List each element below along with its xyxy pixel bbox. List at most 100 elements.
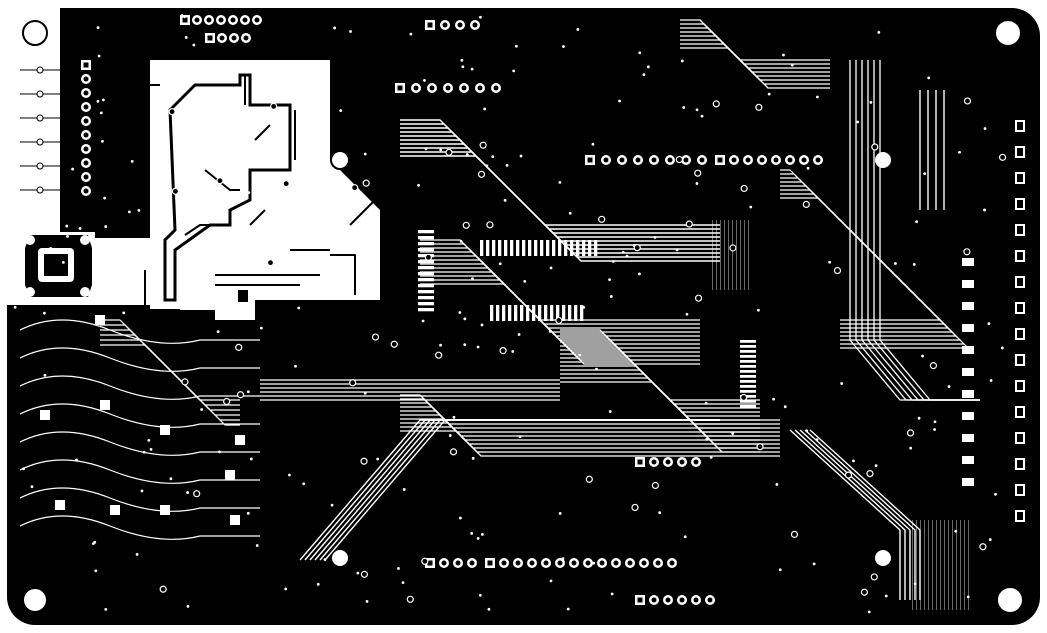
pad-hole	[83, 104, 89, 110]
via	[130, 159, 134, 163]
smd-pad-inner	[1017, 330, 1023, 338]
ic-pin	[418, 290, 434, 294]
ic-pin	[508, 305, 512, 321]
pad-hole	[242, 17, 248, 23]
via-ring	[871, 143, 879, 151]
via	[487, 607, 491, 611]
via-ring	[421, 557, 429, 565]
via-ring	[235, 343, 243, 351]
ic-pin	[516, 240, 520, 256]
pad-hole	[442, 22, 448, 28]
smd-pad	[55, 500, 65, 510]
pad-hole	[194, 17, 200, 23]
via	[323, 558, 327, 562]
pad-hole	[230, 17, 236, 23]
via	[476, 536, 480, 540]
edge-pad	[36, 186, 44, 194]
via	[265, 159, 269, 163]
via	[149, 447, 153, 451]
via	[13, 305, 17, 309]
smd-pad-inner	[1017, 356, 1023, 364]
via-ring	[694, 294, 703, 302]
pad-hole	[665, 459, 671, 465]
smd-pad	[962, 302, 974, 310]
via	[869, 100, 873, 104]
ic-pin	[740, 375, 756, 378]
trace	[794, 429, 906, 600]
trace	[804, 429, 916, 600]
ic-pin	[556, 305, 560, 321]
pad-hole	[413, 85, 419, 91]
ic-pin	[520, 305, 524, 321]
via	[503, 198, 507, 202]
via	[142, 450, 146, 454]
via	[621, 250, 625, 254]
smd-pad	[225, 470, 235, 480]
pad-hole	[815, 157, 821, 163]
smd-pad	[962, 478, 974, 486]
via	[927, 76, 931, 80]
copper-trace	[249, 209, 266, 226]
via	[94, 569, 98, 573]
smd-pad-inner	[1017, 304, 1023, 312]
via	[611, 260, 615, 263]
via	[921, 354, 924, 358]
via	[625, 254, 629, 258]
pad-hole	[83, 76, 89, 82]
pad-hole	[529, 560, 535, 566]
pad-hole	[472, 22, 478, 28]
via	[117, 261, 120, 264]
smd-pad	[245, 295, 255, 305]
via-ring	[216, 177, 224, 185]
ic-pin	[418, 236, 434, 240]
via	[463, 317, 467, 321]
copper-pad	[255, 310, 267, 322]
smd-pad-inner	[1017, 252, 1023, 260]
copper-top-block	[150, 8, 330, 60]
ic-pin	[514, 305, 518, 321]
ic-pin	[574, 305, 578, 321]
mounting-holes	[22, 19, 1024, 614]
via	[186, 491, 189, 494]
via	[1000, 346, 1004, 350]
via	[200, 408, 204, 411]
ic-pin	[504, 240, 508, 256]
pad-hole	[501, 560, 507, 566]
via-ring	[651, 481, 659, 490]
via	[471, 456, 475, 460]
ic-pin	[502, 305, 506, 321]
via	[987, 322, 991, 326]
pad-hole	[83, 118, 89, 124]
pad-hole	[83, 146, 89, 152]
via	[582, 305, 586, 309]
via-ring	[729, 244, 737, 252]
via	[352, 214, 356, 218]
via	[231, 249, 235, 253]
via	[140, 489, 144, 493]
pad-hole	[493, 85, 499, 91]
smd-pad	[962, 456, 974, 464]
trace	[809, 429, 921, 600]
via	[512, 69, 516, 73]
via	[519, 154, 523, 158]
via	[912, 263, 916, 266]
pad-hole	[231, 35, 237, 41]
via	[578, 353, 582, 357]
via-ring	[870, 573, 878, 581]
ic-pin	[492, 240, 496, 256]
pad-hole	[651, 459, 657, 465]
pad-hole	[585, 560, 591, 566]
pad-hole	[787, 157, 793, 163]
via-ring	[694, 169, 702, 177]
via	[994, 492, 997, 496]
ic-pin	[480, 240, 484, 256]
via	[480, 323, 484, 327]
ic-pin	[558, 240, 562, 256]
smd-pad-inner	[1017, 486, 1023, 494]
via	[439, 343, 442, 347]
via	[43, 373, 47, 377]
pad-hole	[441, 560, 447, 566]
via	[505, 163, 509, 167]
via	[397, 567, 400, 570]
pad-hole	[83, 188, 89, 194]
